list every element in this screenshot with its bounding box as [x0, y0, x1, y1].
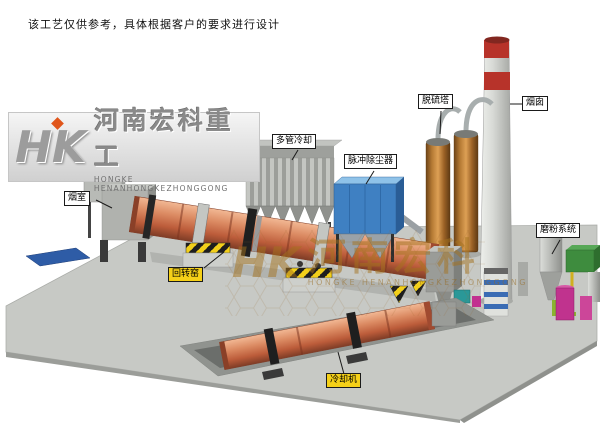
grinding-system — [442, 226, 600, 321]
multi-tube-cooler — [245, 139, 343, 248]
company-name-en: HONGKE HENANHONGKEZHONGGONG — [93, 175, 229, 193]
watermark-hex-pattern — [225, 230, 485, 316]
label-pulse-dust-collector: 脉冲除尘器 — [344, 154, 398, 169]
label-rotary-kiln: 回转窑 — [168, 267, 204, 282]
label-grinding-system: 磨粉系统 — [536, 223, 581, 238]
label-smoke-chamber: 烟室 — [64, 191, 91, 206]
disclaimer-text: 该工艺仅供参考，具体根据客户的要求进行设计 — [28, 18, 280, 31]
cooler-cylinder — [219, 301, 435, 370]
leader-lines — [95, 103, 561, 375]
company-logo: HK 河南宏科重工 HONGKE HENANHONGKEZHONGGONG — [8, 106, 260, 193]
company-name-cn: 河南宏科重工 — [93, 106, 234, 171]
label-chimney: 烟囱 — [522, 96, 549, 111]
label-desulfurization-tower: 脱硫塔 — [418, 94, 454, 109]
label-multi-tube-cooler: 多管冷却 — [272, 134, 317, 149]
logo-hk-monogram: HK — [15, 121, 86, 173]
label-cooler: 冷却机 — [326, 373, 362, 388]
blue-pad — [25, 247, 91, 267]
chimney-base-column — [483, 268, 509, 317]
